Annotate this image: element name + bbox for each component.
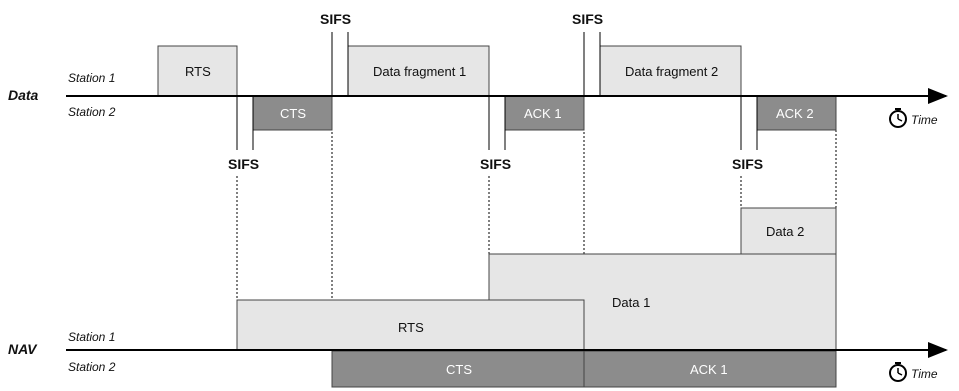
- data-time-label: Time: [911, 113, 938, 127]
- ack2-frame: [756, 95, 837, 131]
- nav-station1-label: Station 1: [68, 330, 115, 344]
- nav-cts-box: [331, 350, 585, 388]
- rts-frame-label: RTS: [185, 64, 211, 79]
- sifs-label: SIFS: [732, 156, 763, 172]
- nav-rts-label: RTS: [398, 320, 424, 335]
- ack1-frame-label: ACK 1: [524, 106, 562, 121]
- data-station1-label: Station 1: [68, 71, 115, 85]
- nav-station2-label: Station 2: [68, 360, 116, 374]
- nav-time-label: Time: [911, 367, 938, 381]
- nav-ack1-label: ACK 1: [690, 362, 728, 377]
- data-fragment1-label: Data fragment 1: [373, 64, 466, 79]
- sifs-label: SIFS: [572, 11, 603, 27]
- sifs-label: SIFS: [228, 156, 259, 172]
- nav-data2-box: [740, 207, 837, 255]
- nav-data1-label: Data 1: [612, 295, 650, 310]
- nav-rts-box: [236, 299, 585, 351]
- cts-frame: [252, 95, 333, 131]
- sifs-label: SIFS: [480, 156, 511, 172]
- stopwatch-icon: [889, 108, 907, 128]
- data-fragment2-label: Data fragment 2: [625, 64, 718, 79]
- rts-frame: [157, 45, 238, 97]
- data-row-label: Data: [8, 87, 39, 103]
- sifs-label: SIFS: [320, 11, 351, 27]
- nav-row-label: NAV: [8, 341, 38, 357]
- ack2-frame-label: ACK 2: [776, 106, 814, 121]
- data-fragment2-frame: [599, 45, 742, 97]
- nav-cts-label: CTS: [446, 362, 472, 377]
- data-station2-label: Station 2: [68, 105, 116, 119]
- stopwatch-icon: [889, 362, 907, 382]
- data-fragment1-frame: [347, 45, 490, 97]
- cts-frame-label: CTS: [280, 106, 306, 121]
- nav-data2-label: Data 2: [766, 224, 804, 239]
- nav-ack1-box: [583, 350, 837, 388]
